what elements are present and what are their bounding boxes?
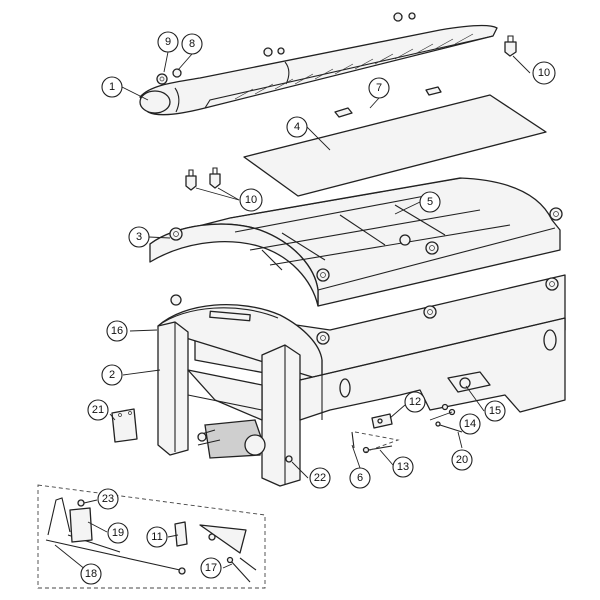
callout-10-left: 10 xyxy=(239,188,263,212)
handle-bracket-part xyxy=(69,499,93,543)
callout-12: 12 xyxy=(404,391,426,413)
callout-label: 6 xyxy=(357,472,363,484)
callout-label: 20 xyxy=(456,454,468,466)
callout-21: 21 xyxy=(87,399,109,421)
hinge-pin-part xyxy=(174,521,216,547)
callout-label: 17 xyxy=(205,562,217,574)
callout-label: 21 xyxy=(92,404,104,416)
detail-box xyxy=(37,484,266,589)
pin-part xyxy=(351,431,355,449)
leader-lines xyxy=(54,51,531,575)
callout-label: 22 xyxy=(314,472,326,484)
hinge-plate-part xyxy=(199,524,247,554)
latch-part-left xyxy=(185,167,221,191)
fastener-part xyxy=(285,455,293,463)
callout-label: 14 xyxy=(464,418,476,430)
callout-14: 14 xyxy=(459,413,481,435)
assembly-guide-line xyxy=(354,431,400,453)
callout-17: 17 xyxy=(200,557,222,579)
rod-part xyxy=(435,421,463,433)
callout-20: 20 xyxy=(451,449,473,471)
callout-2: 2 xyxy=(101,364,123,386)
plate-part xyxy=(111,408,138,443)
hopper-body-part xyxy=(157,274,566,487)
nut-part xyxy=(172,68,182,78)
callout-7: 7 xyxy=(368,77,390,99)
callout-label: 2 xyxy=(109,369,115,381)
callout-15: 15 xyxy=(484,400,506,422)
callout-label: 10 xyxy=(538,67,550,79)
callout-label: 4 xyxy=(294,121,300,133)
cover-ribs xyxy=(234,33,474,100)
callout-13: 13 xyxy=(392,456,414,478)
callout-18: 18 xyxy=(80,563,102,585)
callout-label: 19 xyxy=(112,527,124,539)
callout-3: 3 xyxy=(128,226,150,248)
grate-part xyxy=(243,94,547,197)
bolt-part xyxy=(362,445,393,454)
callout-label: 1 xyxy=(109,81,115,93)
callout-label: 9 xyxy=(165,36,171,48)
top-cover-part xyxy=(139,12,498,116)
callout-23: 23 xyxy=(97,488,119,510)
callout-5: 5 xyxy=(419,191,441,213)
callout-22: 22 xyxy=(309,467,331,489)
callout-label: 5 xyxy=(427,196,433,208)
drive-assembly-part xyxy=(197,419,266,459)
callout-label: 15 xyxy=(489,405,501,417)
callout-label: 13 xyxy=(397,461,409,473)
latch-part-right xyxy=(504,35,517,57)
grate-clip-part xyxy=(334,86,442,118)
callout-label: 8 xyxy=(189,38,195,50)
callout-label: 23 xyxy=(102,493,114,505)
pin-clip-part xyxy=(226,556,257,583)
upper-frame-part xyxy=(149,177,563,307)
bracket-part xyxy=(371,413,393,429)
callout-label: 7 xyxy=(376,82,382,94)
callout-6: 6 xyxy=(349,467,371,489)
callout-label: 10 xyxy=(245,194,257,206)
washer-part xyxy=(156,73,168,85)
callout-8: 8 xyxy=(181,33,203,55)
callout-label: 16 xyxy=(111,325,123,337)
callout-9: 9 xyxy=(157,31,179,53)
callout-19: 19 xyxy=(107,522,129,544)
callout-11: 11 xyxy=(146,526,168,548)
callout-label: 11 xyxy=(151,531,162,543)
callout-4: 4 xyxy=(286,116,308,138)
callout-1: 1 xyxy=(101,76,123,98)
callout-label: 18 xyxy=(85,568,97,580)
callout-label: 12 xyxy=(409,396,421,408)
callout-16: 16 xyxy=(106,320,128,342)
callout-10-right: 10 xyxy=(532,61,556,85)
spinner-part xyxy=(441,371,491,416)
callout-label: 3 xyxy=(136,231,142,243)
